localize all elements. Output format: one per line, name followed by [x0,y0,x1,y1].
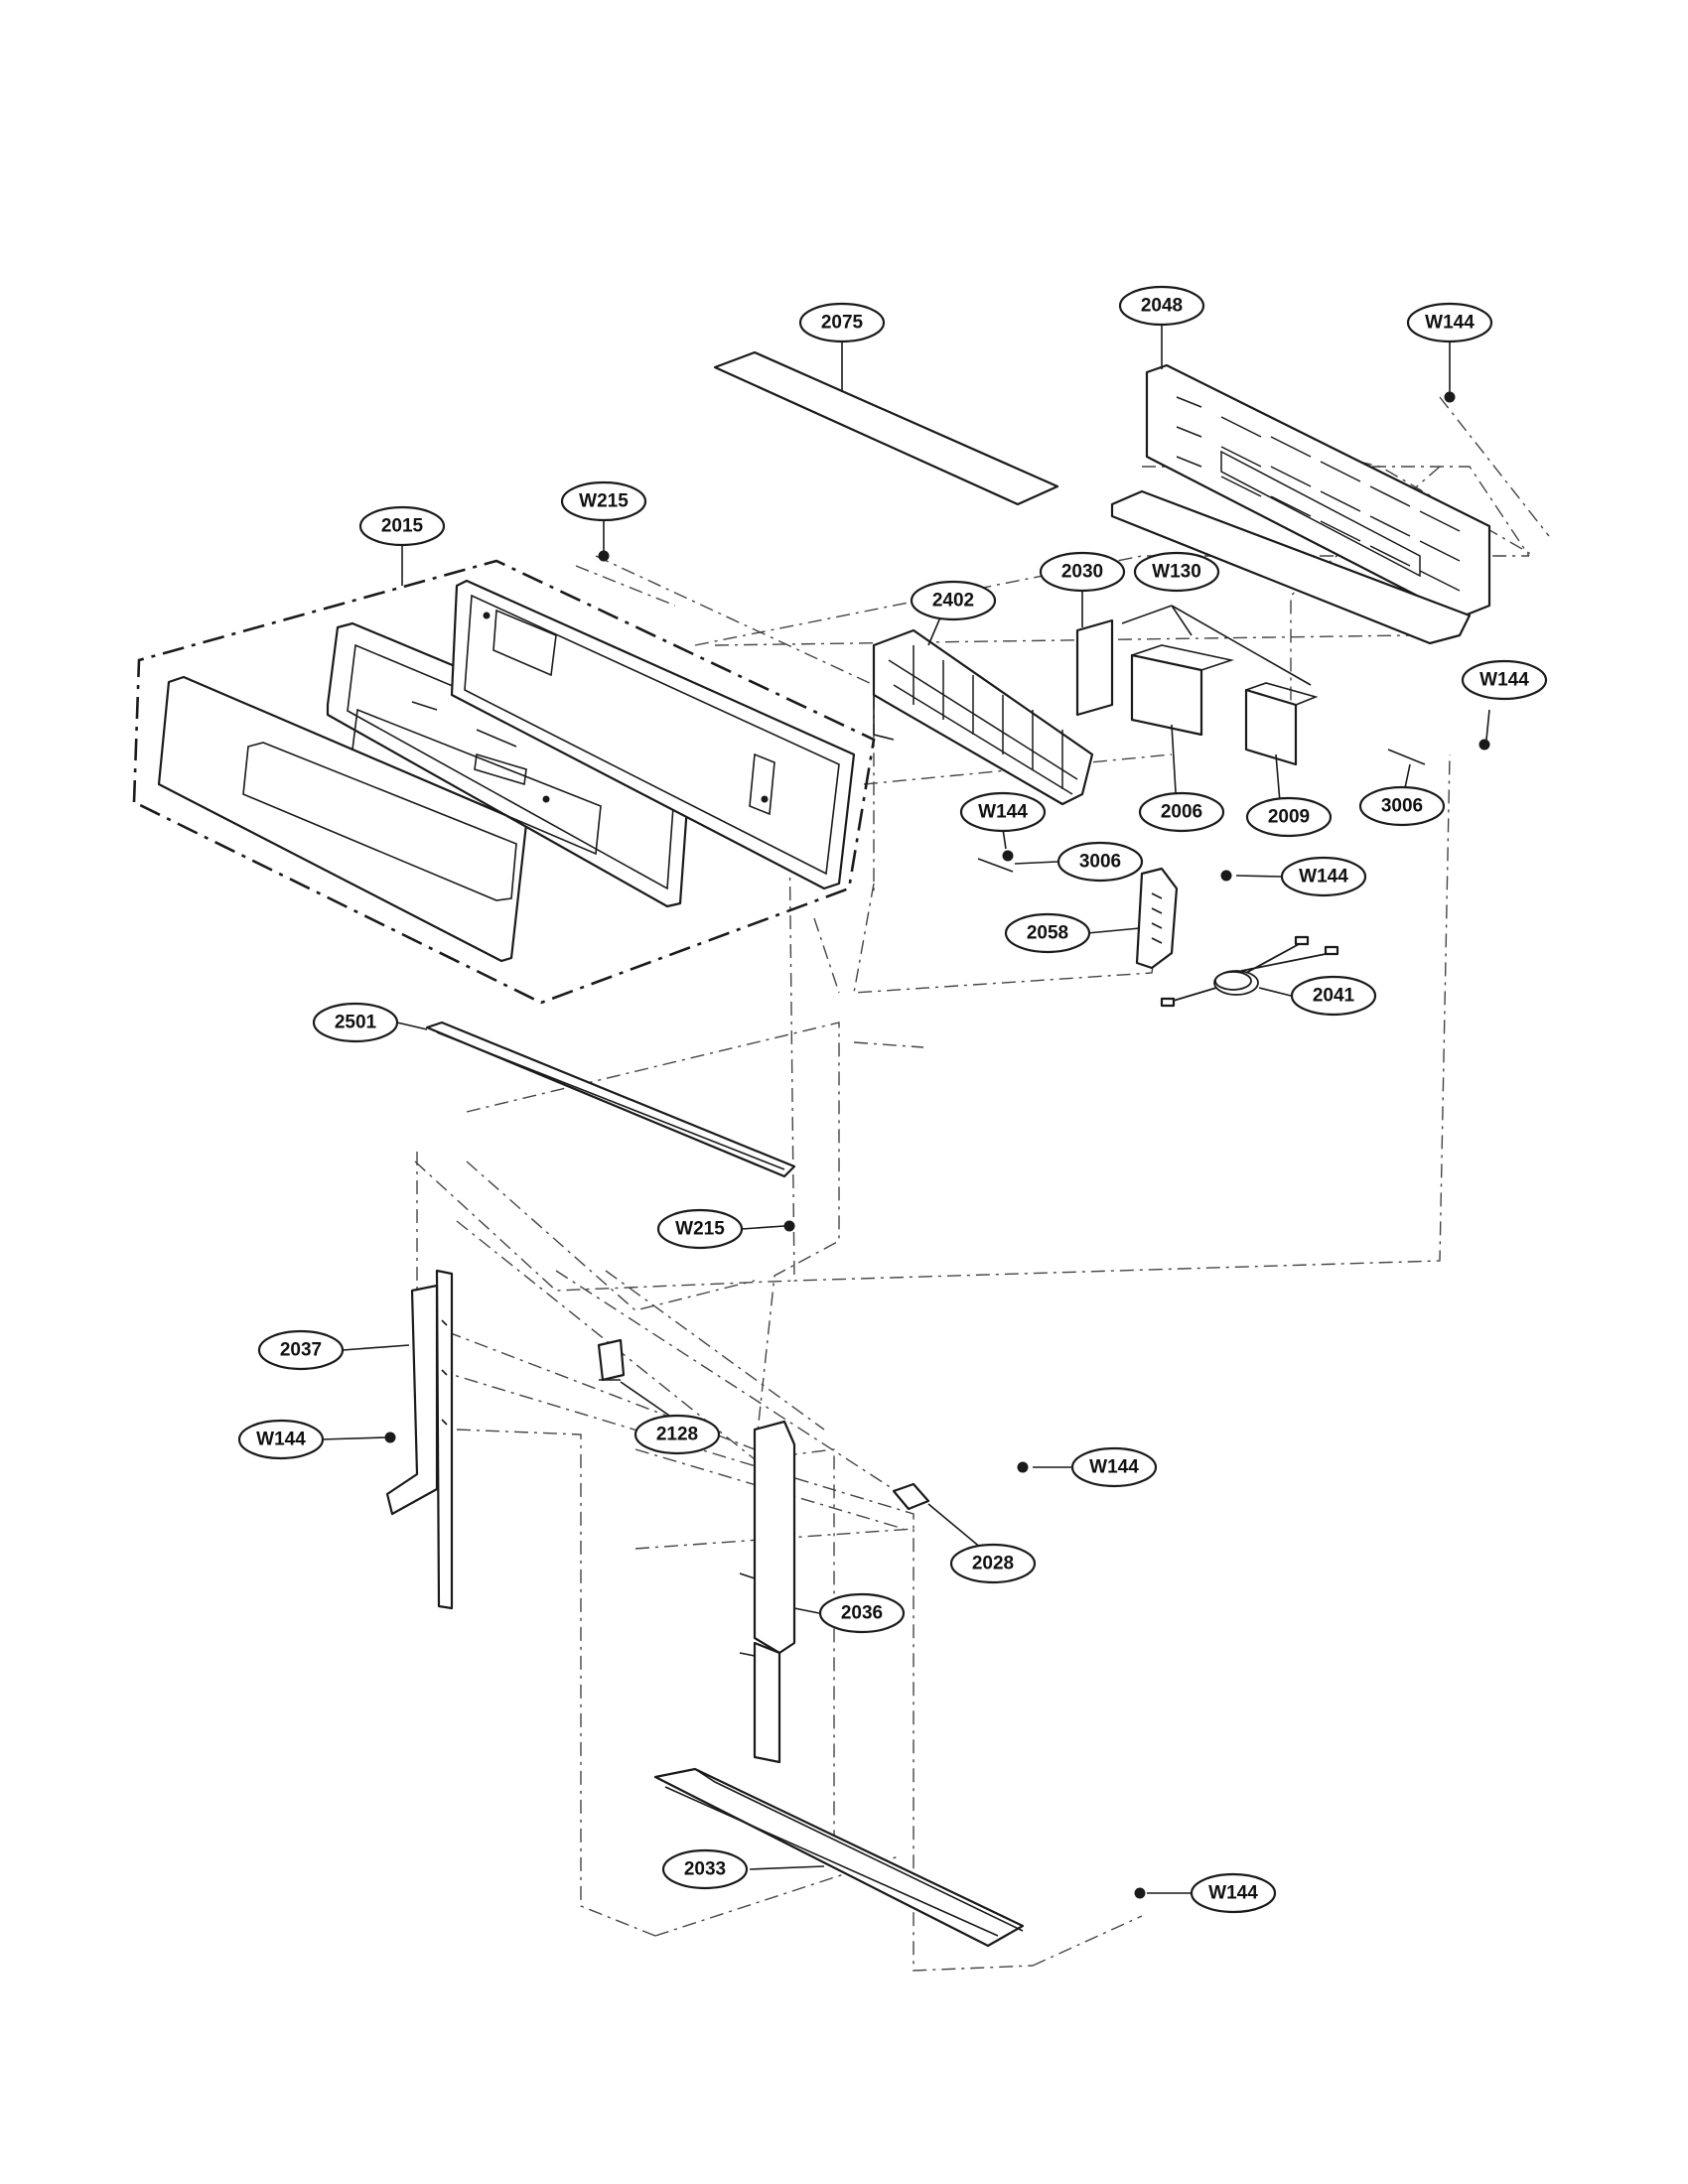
callout-w144-top: W144 [1406,302,1493,343]
callout-w144-left: W144 [237,1419,325,1460]
callout-w144-bracket: W144 [1280,856,1367,897]
callout-2402: 2402 [910,580,997,621]
svg-text:2128: 2128 [656,1425,698,1445]
svg-text:2075: 2075 [821,313,864,334]
svg-text:2009: 2009 [1268,807,1310,828]
svg-text:W144: W144 [978,802,1028,823]
callout-w144-bottom: W144 [1190,1872,1277,1914]
svg-text:W144: W144 [1208,1883,1258,1904]
part-2015-control-panel-assembly [132,559,876,1005]
svg-text:2015: 2015 [381,516,424,537]
part-3006-pin-mid [977,858,1014,873]
screw-icon [598,550,610,562]
svg-text:2058: 2058 [1027,923,1068,944]
screw-icon [1478,739,1490,751]
svg-text:W144: W144 [1479,670,1529,691]
callout-3006-right: 3006 [1358,785,1446,827]
callout-2015: 2015 [358,505,446,547]
svg-text:2030: 2030 [1061,562,1103,583]
svg-text:3006: 3006 [1381,796,1423,817]
callout-w215-top: W215 [560,480,647,522]
callout-2048: 2048 [1118,285,1205,327]
svg-text:W130: W130 [1152,562,1201,583]
callout-2028: 2028 [949,1543,1037,1584]
part-2041-wire-harness [1160,935,1339,1008]
callout-w130: W130 [1133,551,1220,593]
part-3006-pin-right [1387,749,1426,765]
svg-text:W144: W144 [256,1430,306,1450]
callout-2128: 2128 [633,1414,721,1455]
screw-icon [1444,391,1456,403]
callout-2501: 2501 [312,1002,399,1043]
part-2028-clip [892,1482,930,1511]
part-2009-board [1244,682,1319,766]
callout-2006: 2006 [1138,791,1225,833]
part-2036-side-bracket [739,1420,796,1764]
callout-2037: 2037 [257,1329,345,1371]
screw-icon [1220,870,1232,882]
svg-text:2048: 2048 [1141,296,1183,317]
svg-text:3006: 3006 [1079,852,1121,873]
part-2037-side-bracket [385,1269,454,1610]
part-2030-board [1075,618,1114,717]
screw-icon [1002,850,1014,862]
callout-2009: 2009 [1245,796,1333,838]
svg-text:2037: 2037 [280,1340,322,1361]
part-2048-vent-panel [1110,363,1491,645]
callout-2033: 2033 [661,1848,749,1890]
part-2402-frame [872,628,1094,806]
part-2058-bracket [1135,867,1179,970]
callout-w144-mid: W144 [959,791,1047,833]
callout-3006-mid: 3006 [1056,841,1144,883]
screw-icon [1017,1461,1029,1473]
part-2128-clip [597,1338,626,1382]
svg-text:W215: W215 [675,1219,725,1240]
callout-w215-bottom: W215 [656,1208,744,1250]
part-2033-bottom-rail [653,1767,1025,1948]
svg-text:2501: 2501 [335,1013,377,1033]
screw-icon [783,1220,795,1232]
svg-text:W144: W144 [1425,313,1475,334]
callout-2075: 2075 [798,302,886,343]
callout-2036: 2036 [818,1592,906,1634]
screw-icon [384,1432,396,1443]
svg-text:2028: 2028 [972,1554,1014,1574]
svg-text:W215: W215 [579,491,629,512]
screws [384,391,1490,1899]
svg-text:2402: 2402 [932,591,974,612]
callout-2058: 2058 [1004,912,1091,954]
callout-2041: 2041 [1290,975,1377,1017]
callout-2030: 2030 [1039,551,1126,593]
svg-text:2041: 2041 [1313,986,1355,1007]
svg-text:W144: W144 [1089,1457,1139,1478]
svg-text:2006: 2006 [1161,802,1202,823]
screw-icon [1134,1887,1146,1899]
callout-w144-lower: W144 [1070,1446,1158,1488]
svg-text:2033: 2033 [684,1859,726,1880]
svg-text:W144: W144 [1299,867,1348,887]
part-2501-trim-rail [425,1021,796,1178]
assembly-guide-lines [414,396,1550,1972]
part-2006-board [1130,644,1235,737]
callout-w144-right: W144 [1461,659,1548,701]
part-2075-panel [713,350,1059,506]
svg-text:2036: 2036 [841,1603,883,1624]
